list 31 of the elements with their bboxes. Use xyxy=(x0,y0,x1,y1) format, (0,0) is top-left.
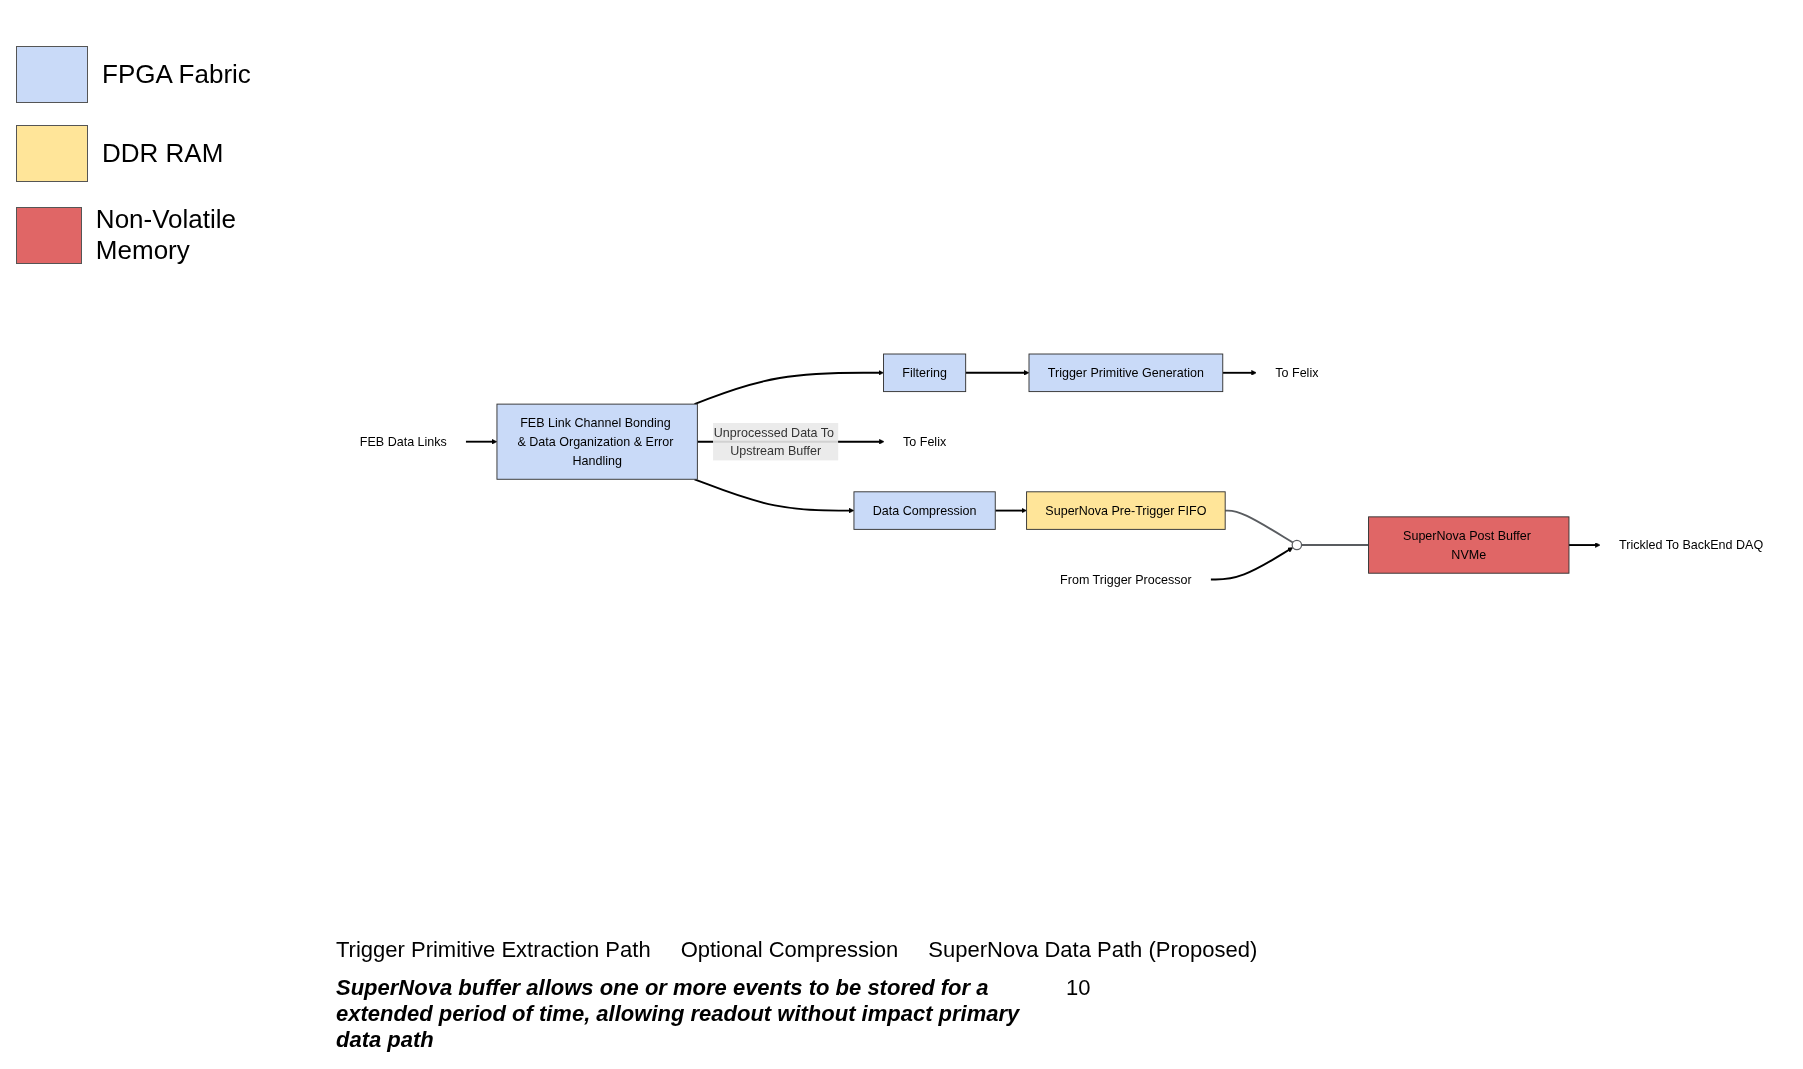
node-box xyxy=(496,404,698,481)
arrow xyxy=(994,508,1027,514)
arrow xyxy=(964,370,1030,376)
node-text: FEB Data Links xyxy=(359,435,447,449)
note-text: SuperNova buffer allows one or more events to be stored for a extended period of time, allowing readout without impact primary data path xyxy=(336,975,1021,1053)
node-box xyxy=(883,353,967,393)
arrow xyxy=(693,370,884,406)
arrow xyxy=(1568,542,1601,549)
connector xyxy=(1224,510,1294,544)
node-text: To Felix xyxy=(1275,366,1319,381)
node-switch xyxy=(1291,540,1303,551)
arrow xyxy=(464,439,498,445)
node-box xyxy=(853,491,996,531)
node-text: Trickled To BackEnd DAQ xyxy=(1619,538,1764,553)
diagram-label: Trigger Primitive Extraction Path xyxy=(336,937,651,963)
node-text: From Trigger Processor xyxy=(1060,572,1192,587)
legend-label: DDR RAM xyxy=(102,138,224,169)
flow-diagram: Unprocessed Data To Upstream Buffer FEB Data Links FEB Link Channel Bonding & Data Organization & Error Handling Filtering Trigger Primitive Generation To Felix To Felix Data Compression SuperNova Pre-Trigger FIFO SuperNova Post Buffer NVMe Trickled To BackEnd DAQ From Trigger Processor xyxy=(336,349,1787,604)
legend-label: FPGA Fabric xyxy=(102,59,251,90)
node-text: To Felix xyxy=(903,435,947,449)
diagram-label: Optional Compression xyxy=(680,937,899,963)
arrow xyxy=(1209,547,1294,581)
node-box xyxy=(1026,491,1226,531)
diagram-label: 10 xyxy=(1066,975,1091,1002)
legend-label: Non-Volatile Memory xyxy=(95,204,238,266)
arrow xyxy=(693,478,855,514)
arrow xyxy=(1221,370,1257,376)
node-box xyxy=(1028,353,1224,393)
node-box xyxy=(1368,516,1570,575)
connector xyxy=(1300,544,1370,547)
diagram-label: SuperNova Data Path (Proposed) xyxy=(928,937,1258,963)
